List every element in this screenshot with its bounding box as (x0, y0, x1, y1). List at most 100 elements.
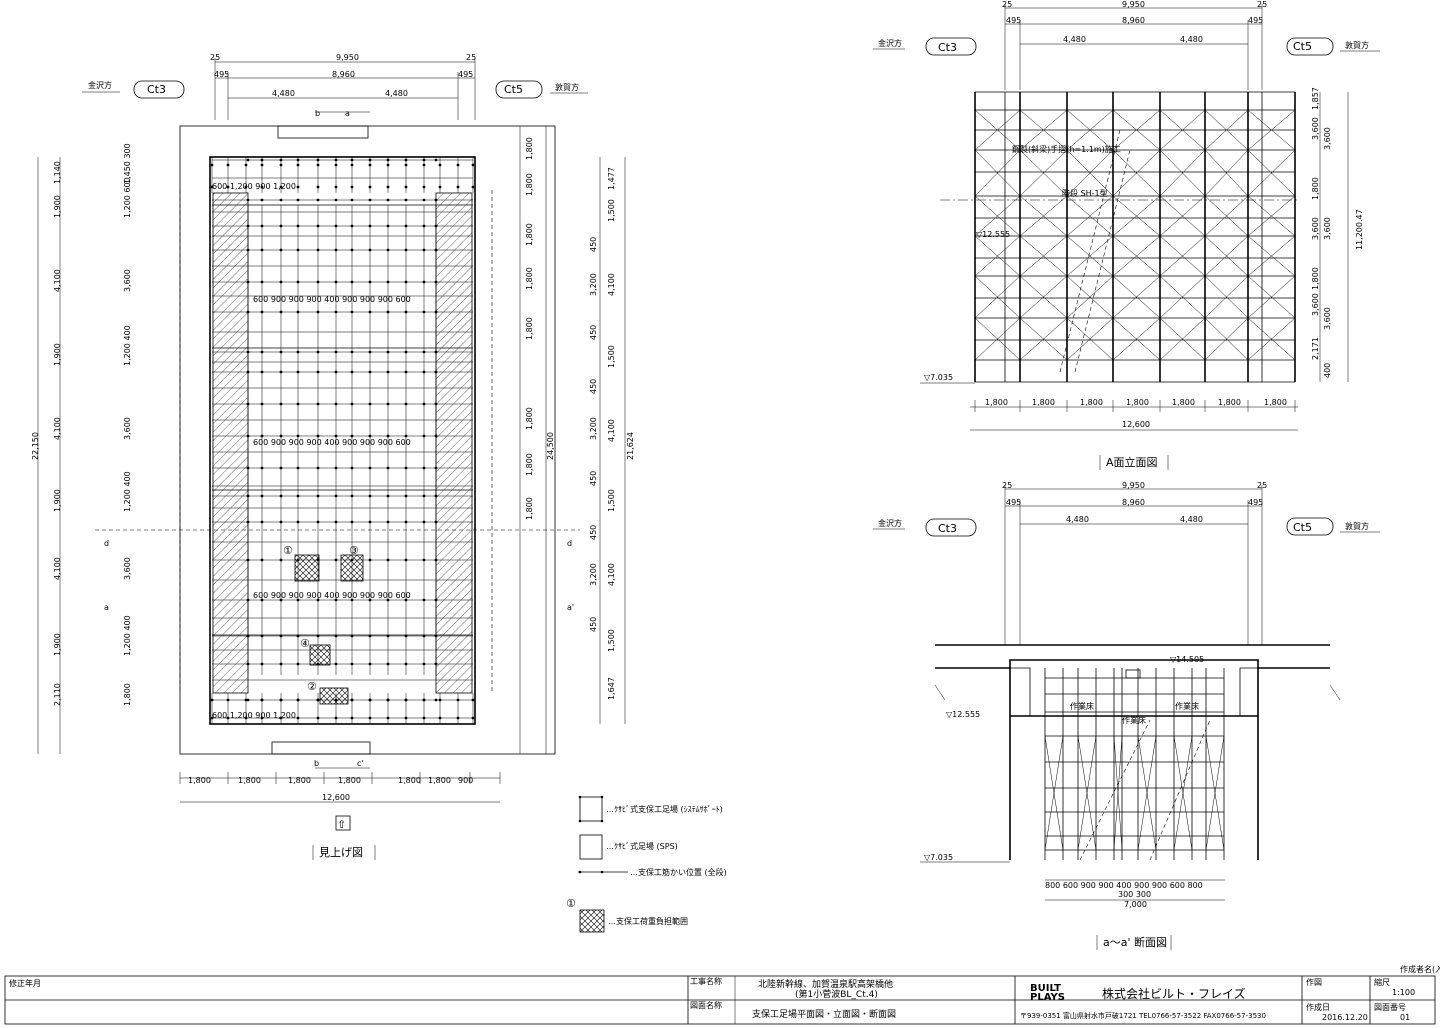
plan-post (434, 598, 438, 602)
plan-post (316, 698, 320, 702)
plan-post (246, 598, 250, 602)
elevation-grid (974, 91, 1296, 383)
plan-post (471, 716, 475, 720)
plan-dim-top: 4,480 (272, 89, 295, 98)
badge-ct5 (1286, 37, 1334, 56)
plan-row-label: 600 900 900 900 400 900 900 900 600 (253, 438, 411, 447)
plan-post (350, 370, 354, 374)
plan-post (368, 466, 372, 470)
plan-post (334, 185, 338, 189)
sect-dim-top: 8,960 (1122, 498, 1145, 507)
plan-dim-bottom: 1,800 (428, 776, 451, 785)
plan-post (316, 434, 320, 438)
elev-brace (1112, 317, 1161, 361)
plan-dim-right2: 4,100 (607, 273, 616, 296)
plan-post (260, 402, 264, 406)
plan-post (422, 185, 426, 189)
plan-post (404, 598, 408, 602)
plan-post (386, 716, 390, 720)
plan-post (226, 716, 230, 720)
plan-post (296, 402, 300, 406)
sect-brace (1205, 735, 1225, 851)
plan-post (334, 198, 338, 202)
plan-post (260, 494, 264, 498)
view-arrow: ⇧ (337, 818, 346, 831)
plan-post (316, 310, 320, 314)
elev-brace (1112, 109, 1161, 151)
plan-dim-right3: 450 (589, 379, 598, 394)
elev-brace (1019, 109, 1068, 151)
load-area (340, 554, 364, 582)
plan-post (334, 402, 338, 406)
plan-dim-left-inner: 1,200 400 (123, 615, 132, 656)
plan-post (350, 494, 354, 498)
plan-post (296, 198, 300, 202)
elev-brace (1112, 195, 1161, 237)
plan-post (434, 248, 438, 252)
plan-dim-top: 495 (214, 70, 229, 79)
badge-ct5-label: Ct5 (1293, 40, 1312, 53)
plan-post (316, 402, 320, 406)
plan-post (404, 716, 408, 720)
plan-post (422, 163, 426, 167)
plan-post (210, 716, 214, 720)
plan-dim-left-inner: 3,600 (123, 417, 132, 440)
elev-brace (1159, 275, 1206, 319)
plan-post (334, 520, 338, 524)
plan-dim-right: 1,800 (525, 497, 534, 520)
elev-dim-right-inner: 3,600 (1323, 127, 1332, 150)
plan-post (260, 224, 264, 228)
plan-dim-right2: 4,100 (607, 563, 616, 586)
company-address: 〒939-0351 富山県射水市戸破1721 TEL0766-57-3522 F… (1020, 1011, 1266, 1020)
plan-post (404, 224, 408, 228)
callout-1: ① (283, 544, 293, 557)
plan-post (260, 310, 264, 314)
elevation-title: A面立面図 (1106, 455, 1158, 469)
plan-post (246, 350, 250, 354)
plan-dim-total: 12,600 (322, 793, 350, 802)
plan-post (226, 185, 230, 189)
drawing-label: 図面名称 (690, 1000, 722, 1010)
plan-post (260, 634, 264, 638)
sect-level-top: ▽14.505 (1170, 655, 1204, 664)
elev-dim-top: 495 (1006, 16, 1021, 25)
plan-right-dims: 1,8001,8001,8001,8001,8001,8001,8001,800… (525, 137, 635, 700)
plan-post (422, 558, 426, 562)
elev-brace (1247, 275, 1296, 319)
plan-post (350, 662, 354, 666)
plan-post (279, 370, 283, 374)
plan-post (279, 434, 283, 438)
plan-post (279, 466, 283, 470)
elev-dim-right: 1,800 (1311, 267, 1320, 290)
plan-post (404, 185, 408, 189)
plan-post (279, 280, 283, 284)
plan-dim-bottom: 1,800 (338, 776, 361, 785)
plan-post (316, 224, 320, 228)
plan-post (316, 466, 320, 470)
plan-post (438, 698, 442, 702)
sect-dim-top: 4,480 (1066, 515, 1089, 524)
plan-post (368, 434, 372, 438)
plan-dim-right3: 450 (589, 617, 598, 632)
plan-dim-bottom: 1,800 (288, 776, 311, 785)
elev-brace (1159, 195, 1206, 237)
plan-post (422, 634, 426, 638)
plan-post (334, 248, 338, 252)
plan-post (368, 558, 372, 562)
elev-brace (1159, 109, 1206, 151)
company-name: 株式会社ビルト・フレイズ (1102, 986, 1246, 1001)
elev-dim-right-inner: 400 (1323, 363, 1332, 378)
plan-post (316, 716, 320, 720)
plan-post (244, 716, 248, 720)
plan-post (246, 280, 250, 284)
plan-post (246, 158, 250, 162)
plan-post (279, 350, 283, 354)
elev-brace (1204, 275, 1249, 319)
plan-post (260, 248, 264, 252)
elev-brace (1019, 317, 1068, 361)
plan-post (246, 224, 250, 228)
plan-dim-top: 4,480 (385, 89, 408, 98)
plan-post (279, 698, 283, 702)
plan-post (456, 185, 460, 189)
